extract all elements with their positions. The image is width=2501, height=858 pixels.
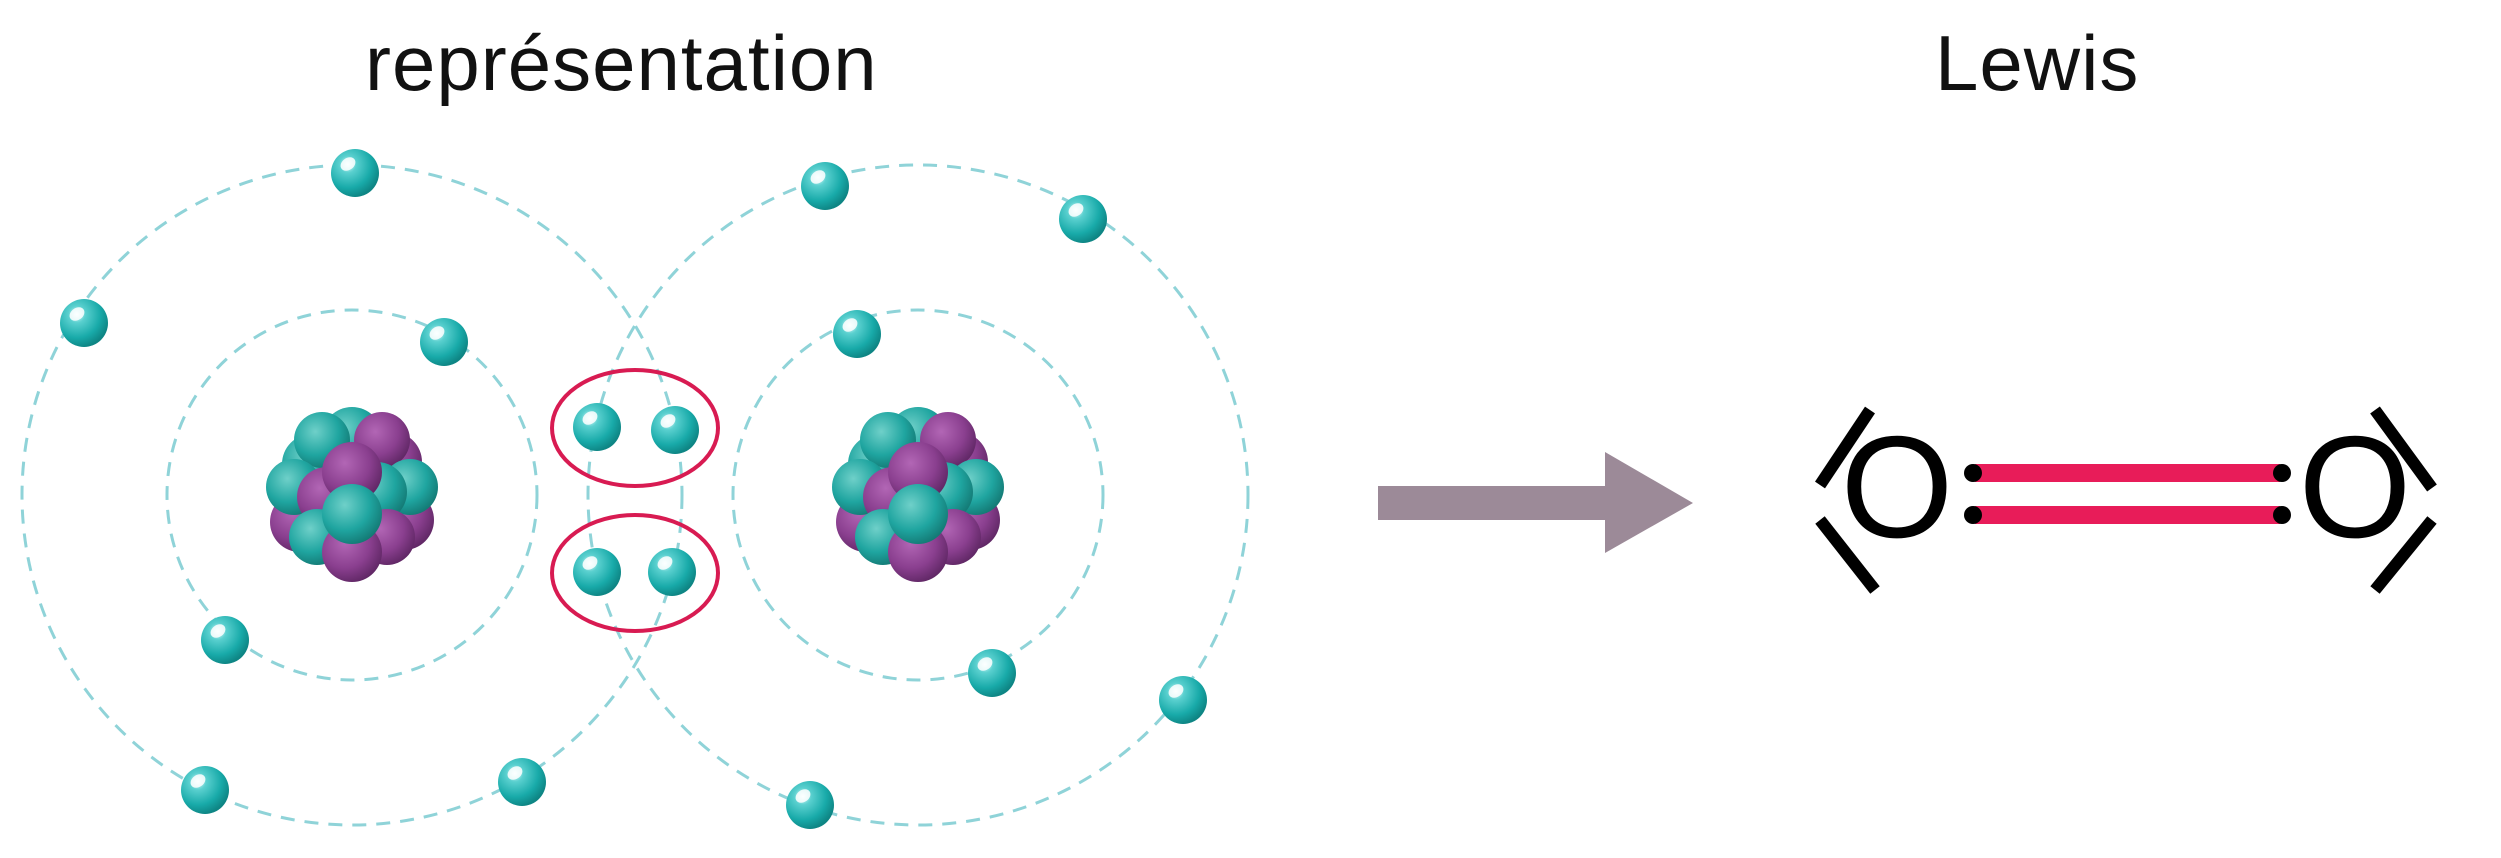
electron (331, 149, 379, 197)
pair-highlight (550, 368, 720, 488)
arrow-icon (1378, 452, 1693, 553)
lone-pair-bar (2370, 516, 2437, 594)
shared-pair-top (550, 368, 720, 488)
inner-shell-right (731, 308, 1105, 682)
electron (181, 766, 229, 814)
electron (498, 758, 546, 806)
electron (60, 299, 108, 347)
shared-pair-bottom (550, 513, 720, 633)
bond-dot (1964, 506, 1982, 524)
bond-dot (1964, 464, 1982, 482)
electron (201, 616, 249, 664)
electron (573, 548, 621, 596)
lewis-oxygen-right: O (2299, 406, 2412, 568)
bond-dot (2273, 506, 2291, 524)
electron (786, 781, 834, 829)
electron (1159, 676, 1207, 724)
electron (833, 310, 881, 358)
electron (573, 403, 621, 451)
oxygen-atom-left (20, 149, 684, 827)
nucleus-right (832, 407, 1004, 582)
lone-pair-bar (1815, 516, 1880, 594)
inner-shell-left (165, 308, 539, 682)
electron (648, 548, 696, 596)
electron (801, 162, 849, 210)
nucleus-left (266, 407, 438, 582)
lone-pair-bar (2370, 406, 2437, 492)
lone-pair-bar (1815, 406, 1875, 489)
pair-highlight (550, 513, 720, 633)
caption-representation: représentation (365, 19, 878, 107)
electron (420, 318, 468, 366)
electron (651, 406, 699, 454)
outer-shell-right (586, 163, 1250, 827)
oxygen-atom-right (586, 162, 1250, 829)
electron (1059, 195, 1107, 243)
outer-shell-left (20, 163, 684, 827)
bond-dot (2273, 464, 2291, 482)
electron (968, 649, 1016, 697)
caption-lewis: Lewis (1935, 19, 2140, 107)
